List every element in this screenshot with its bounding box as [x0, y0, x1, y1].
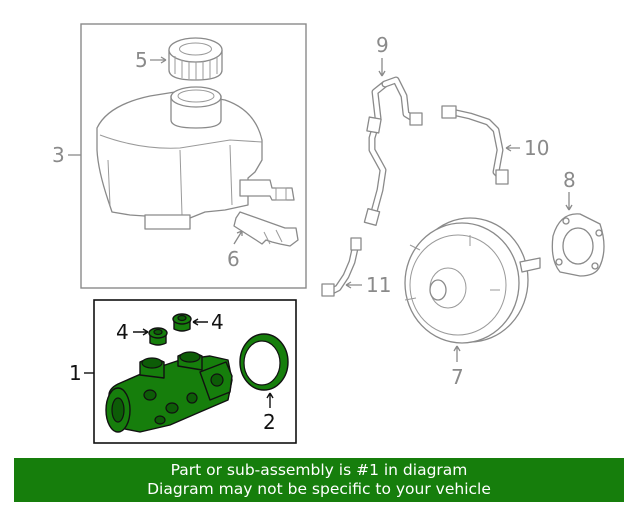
callout-8: 8	[563, 168, 576, 192]
reservoir-grommet-b[interactable]	[172, 313, 192, 332]
fluid-level-sensor[interactable]	[233, 211, 299, 247]
reservoir-grommet-a[interactable]	[148, 327, 168, 346]
master-cylinder-group-frame	[93, 299, 297, 444]
callout-11: 11	[366, 273, 391, 297]
brake-line-9[interactable]	[363, 76, 423, 226]
master-cylinder-seal[interactable]	[239, 333, 289, 391]
reservoir-tank[interactable]	[96, 86, 295, 230]
callout-4-right: 4	[211, 310, 224, 334]
brake-line-10[interactable]	[441, 105, 509, 185]
reservoir-group-frame	[80, 23, 307, 289]
banner-line-1: Part or sub-assembly is #1 in diagram	[170, 461, 468, 479]
parts-diagram: 5 3 6 9 10 8 11 7 1 4 4 2	[52, 23, 605, 444]
callout-10: 10	[524, 136, 549, 160]
callout-9: 9	[376, 33, 389, 57]
brake-booster[interactable]	[404, 217, 541, 344]
callout-7: 7	[451, 365, 464, 389]
brake-line-11[interactable]	[321, 237, 362, 297]
callout-4-left: 4	[116, 320, 129, 344]
callout-6: 6	[227, 247, 240, 271]
callout-5: 5	[135, 48, 148, 72]
leader-lines-grey	[68, 56, 573, 362]
leader-lines-black	[84, 318, 274, 408]
callout-3: 3	[52, 143, 65, 167]
booster-gasket[interactable]	[551, 213, 605, 277]
callout-1: 1	[69, 361, 82, 385]
reservoir-cap[interactable]	[168, 37, 223, 81]
callout-2: 2	[263, 410, 276, 434]
info-banner: Part or sub-assembly is #1 in diagram Di…	[14, 458, 624, 502]
banner-line-2: Diagram may not be specific to your vehi…	[147, 480, 491, 498]
master-cylinder[interactable]	[105, 351, 233, 433]
